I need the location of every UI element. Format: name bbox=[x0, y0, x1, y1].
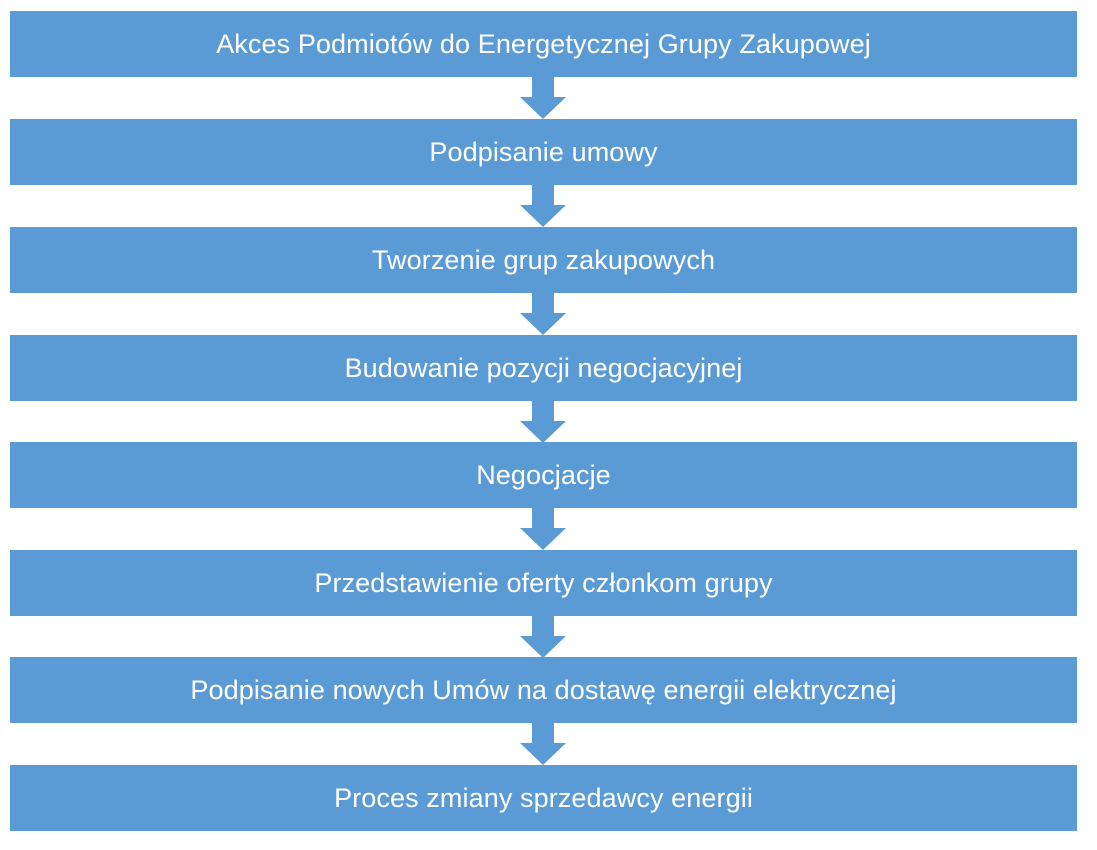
step-label-1: Akces Podmiotów do Energetycznej Grupy Z… bbox=[216, 28, 871, 59]
step-box-4: Budowanie pozycji negocjacyjnej bbox=[10, 335, 1077, 401]
step-label-6: Przedstawienie oferty członkom grupy bbox=[314, 567, 773, 598]
step-box-7: Podpisanie nowych Umów na dostawę energi… bbox=[10, 657, 1077, 723]
down-arrow-icon bbox=[520, 293, 566, 335]
step-box-6: Przedstawienie oferty członkom grupy bbox=[10, 550, 1077, 616]
step-label-2: Podpisanie umowy bbox=[429, 136, 658, 167]
down-arrow-icon bbox=[520, 508, 566, 550]
step-box-2: Podpisanie umowy bbox=[10, 119, 1077, 185]
down-arrow-icon bbox=[520, 616, 566, 658]
step-box-8: Proces zmiany sprzedawcy energii bbox=[10, 765, 1077, 831]
step-label-3: Tworzenie grup zakupowych bbox=[371, 244, 716, 275]
step-label-5: Negocjacje bbox=[476, 459, 611, 490]
step-label-7: Podpisanie nowych Umów na dostawę energi… bbox=[190, 674, 897, 705]
step-label-4: Budowanie pozycji negocjacyjnej bbox=[344, 352, 743, 383]
step-box-5: Negocjacje bbox=[10, 442, 1077, 508]
down-arrow-icon bbox=[520, 185, 566, 227]
step-box-1: Akces Podmiotów do Energetycznej Grupy Z… bbox=[10, 11, 1077, 77]
step-box-3: Tworzenie grup zakupowych bbox=[10, 227, 1077, 293]
down-arrow-icon bbox=[520, 77, 566, 119]
step-label-8: Proces zmiany sprzedawcy energii bbox=[334, 782, 753, 813]
down-arrow-icon bbox=[520, 401, 566, 443]
down-arrow-icon bbox=[520, 723, 566, 765]
